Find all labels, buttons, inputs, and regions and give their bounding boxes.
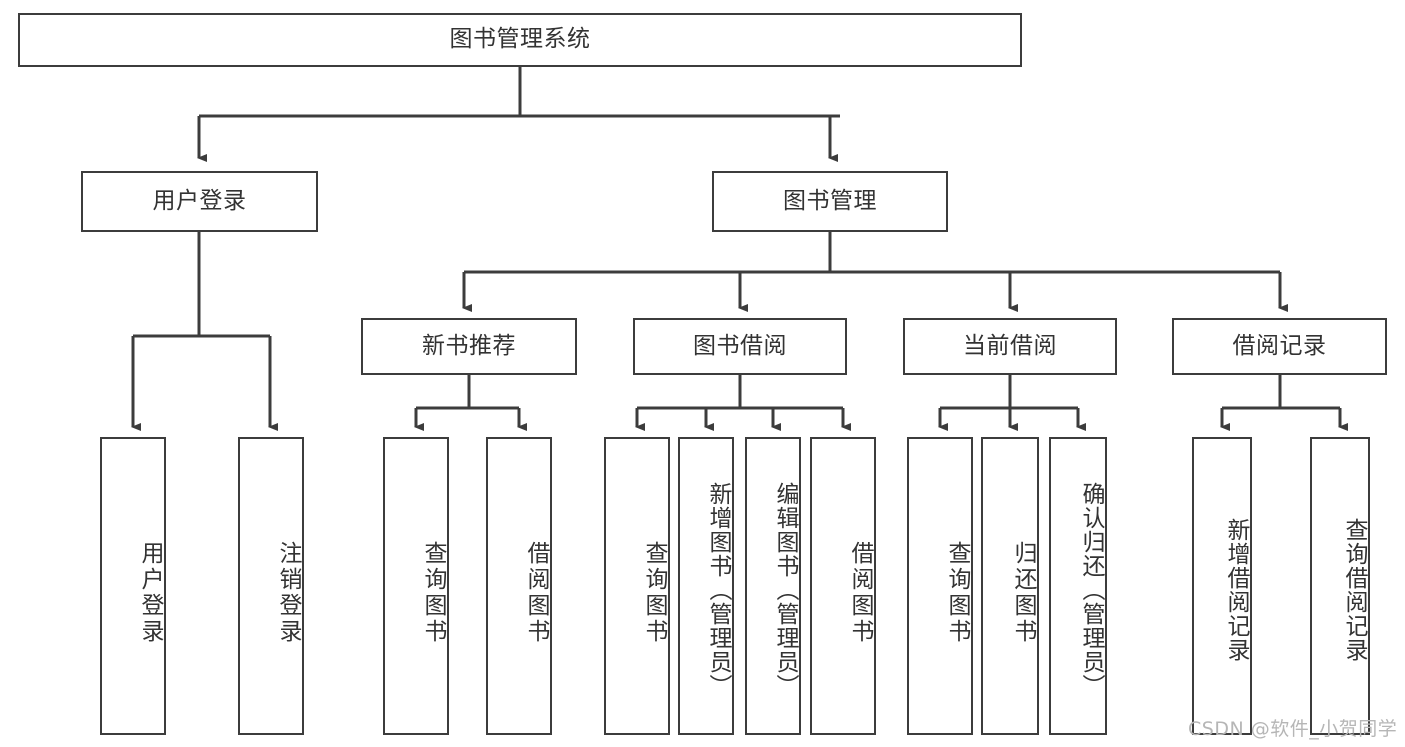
leaf-label: 借阅图书 xyxy=(847,541,873,645)
leaf-label: 借阅图书 xyxy=(523,541,549,645)
leaf-label: 注销登录 xyxy=(275,541,301,645)
leaf-current-borrow-confirm[interactable]: 确认归还（管理员） xyxy=(1049,437,1107,735)
leaf-label: 编辑图书（管理员） xyxy=(772,482,798,698)
leaf-book-borrow-query[interactable]: 查询图书 xyxy=(604,437,670,735)
node-borrow-record-label: 借阅记录 xyxy=(1232,332,1327,359)
leaf-label: 新增图书（管理员） xyxy=(705,482,731,698)
node-new-book-recommend-label: 新书推荐 xyxy=(422,332,516,359)
leaf-label: 查询图书 xyxy=(944,541,970,645)
leaf-user-login-logout[interactable]: 注销登录 xyxy=(238,437,304,735)
leaf-current-borrow-query[interactable]: 查询图书 xyxy=(907,437,973,735)
node-new-book-recommend[interactable]: 新书推荐 xyxy=(361,318,577,375)
node-book-borrow[interactable]: 图书借阅 xyxy=(633,318,847,375)
leaf-label: 用户登录 xyxy=(137,541,163,645)
leaf-user-login-login[interactable]: 用户登录 xyxy=(100,437,166,735)
node-current-borrow[interactable]: 当前借阅 xyxy=(903,318,1117,375)
node-user-login[interactable]: 用户登录 xyxy=(81,171,318,232)
leaf-book-borrow-add[interactable]: 新增图书（管理员） xyxy=(678,437,734,735)
leaf-book-borrow-lend[interactable]: 借阅图书 xyxy=(810,437,876,735)
leaf-new-book-borrow[interactable]: 借阅图书 xyxy=(486,437,552,735)
leaf-label: 归还图书 xyxy=(1010,541,1036,645)
leaf-book-borrow-edit[interactable]: 编辑图书（管理员） xyxy=(745,437,801,735)
leaf-new-book-query[interactable]: 查询图书 xyxy=(383,437,449,735)
leaf-borrow-record-add[interactable]: 新增借阅记录 xyxy=(1192,437,1252,735)
watermark-text: CSDN @软件_小贺同学 xyxy=(1188,718,1398,740)
node-book-borrow-label: 图书借阅 xyxy=(693,332,787,359)
node-user-login-label: 用户登录 xyxy=(152,187,247,214)
leaf-label: 新增借阅记录 xyxy=(1223,518,1249,662)
node-root-label: 图书管理系统 xyxy=(449,26,591,53)
leaf-label: 确认归还（管理员） xyxy=(1078,482,1104,698)
node-root[interactable]: 图书管理系统 xyxy=(18,13,1022,67)
node-borrow-record[interactable]: 借阅记录 xyxy=(1172,318,1387,375)
leaf-current-borrow-return[interactable]: 归还图书 xyxy=(981,437,1039,735)
leaf-label: 查询图书 xyxy=(641,541,667,645)
leaf-label: 查询图书 xyxy=(420,541,446,645)
node-book-management-label: 图书管理 xyxy=(783,187,877,214)
leaf-label: 查询借阅记录 xyxy=(1341,518,1367,662)
node-book-management[interactable]: 图书管理 xyxy=(712,171,948,232)
node-current-borrow-label: 当前借阅 xyxy=(963,332,1057,359)
leaf-borrow-record-query[interactable]: 查询借阅记录 xyxy=(1310,437,1370,735)
